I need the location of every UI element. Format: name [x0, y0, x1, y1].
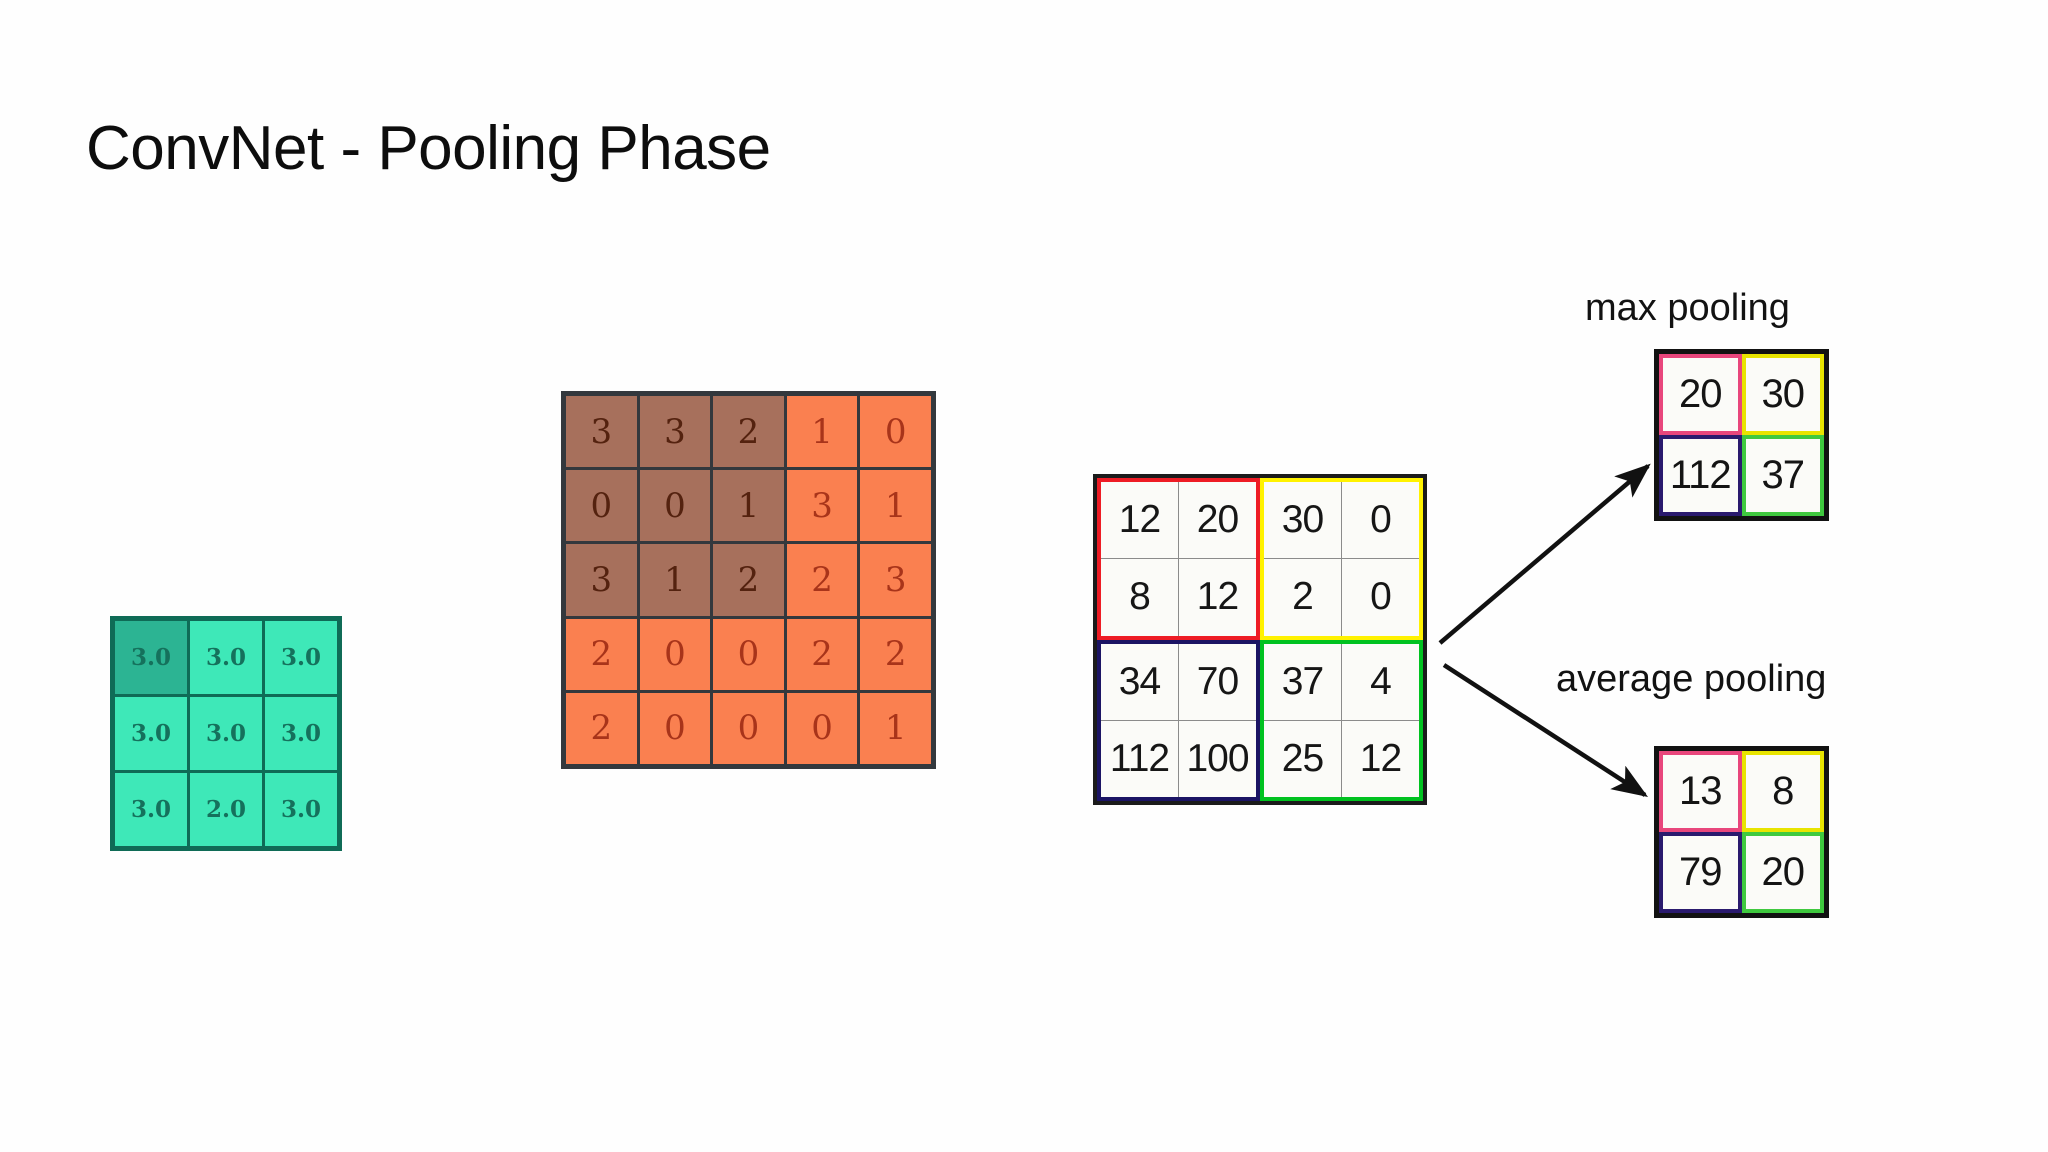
input-map-cell: 2 — [786, 544, 858, 616]
feature-map-cell: 3.0 — [115, 697, 187, 770]
input-map-cell: 1 — [860, 692, 931, 764]
input-map-cell: 2 — [566, 618, 637, 690]
pooling-input-cell: 12 — [1179, 559, 1256, 636]
input-map-cell: 3 — [860, 544, 931, 616]
feature-map-cell: 3.0 — [265, 697, 337, 770]
max-pooling-output-cell: 112 — [1659, 435, 1742, 516]
input-map-cell: 0 — [786, 692, 858, 764]
input-map-cell: 2 — [786, 618, 858, 690]
pooling-input-cell: 20 — [1179, 482, 1256, 559]
input-map-cell: 0 — [639, 692, 711, 764]
input-map-cell: 2 — [713, 396, 784, 468]
feature-map-cell: 3.0 — [190, 621, 262, 694]
pooling-input-cell: 100 — [1179, 720, 1256, 797]
page-title: ConvNet - Pooling Phase — [86, 114, 771, 183]
input-map-cell: 1 — [713, 470, 784, 542]
pooling-input-cell: 37 — [1264, 643, 1341, 720]
pooling-input-cell: 34 — [1101, 643, 1178, 720]
pooling-input-cell: 2 — [1264, 559, 1341, 636]
input-map-cell: 2 — [566, 692, 637, 764]
input-map-cell: 3 — [786, 470, 858, 542]
average-pooling-output-cell: 13 — [1659, 751, 1742, 832]
feature-map-cell: 3.0 — [190, 697, 262, 770]
max-pooling-output-cell: 37 — [1741, 435, 1824, 516]
pooling-input-cell: 12 — [1342, 720, 1419, 797]
pooling-input-cell: 70 — [1179, 643, 1256, 720]
input-map-cell: 0 — [566, 470, 637, 542]
pooling-input-cell: 0 — [1342, 482, 1419, 559]
average-pooling-output-cell: 79 — [1659, 832, 1742, 913]
pooling-input-cell: 8 — [1101, 559, 1178, 636]
input-map-cell: 1 — [860, 470, 931, 542]
input-map-cell: 1 — [786, 396, 858, 468]
pooling-input-cell: 0 — [1342, 559, 1419, 636]
max-pooling-label: max pooling — [1585, 287, 1790, 329]
input-map-cell: 3 — [566, 396, 637, 468]
input-map-cell: 2 — [713, 544, 784, 616]
input-map-cell: 2 — [860, 618, 931, 690]
input-map-cell: 0 — [713, 692, 784, 764]
pooling-input-cell: 25 — [1264, 720, 1341, 797]
input-map-cell: 3 — [639, 396, 711, 468]
max-pooling-output-cell: 20 — [1659, 354, 1742, 435]
average-pooling-output-cell: 8 — [1741, 751, 1824, 832]
max-pooling-output-cell: 30 — [1741, 354, 1824, 435]
feature-map-cell: 3.0 — [115, 773, 187, 846]
pooling-input-cell: 30 — [1264, 482, 1341, 559]
feature-map-cell: 3.0 — [115, 621, 187, 694]
pooling-input-cell: 112 — [1101, 720, 1178, 797]
input-map-cell: 0 — [639, 470, 711, 542]
input-map-cell: 3 — [566, 544, 637, 616]
feature-map-cell: 3.0 — [265, 773, 337, 846]
average-pooling-label: average pooling — [1556, 658, 1827, 700]
pooling-input-cell: 12 — [1101, 482, 1178, 559]
pooling-input-cell: 4 — [1342, 643, 1419, 720]
average-pooling-output-cell: 20 — [1741, 832, 1824, 913]
arrow-to-max-pooling — [1438, 463, 1651, 645]
feature-map-cell: 3.0 — [265, 621, 337, 694]
input-map-cell: 0 — [713, 618, 784, 690]
input-map-cell: 1 — [639, 544, 711, 616]
input-map-cell: 0 — [860, 396, 931, 468]
input-map-cell: 0 — [639, 618, 711, 690]
feature-map-cell: 2.0 — [190, 773, 262, 846]
